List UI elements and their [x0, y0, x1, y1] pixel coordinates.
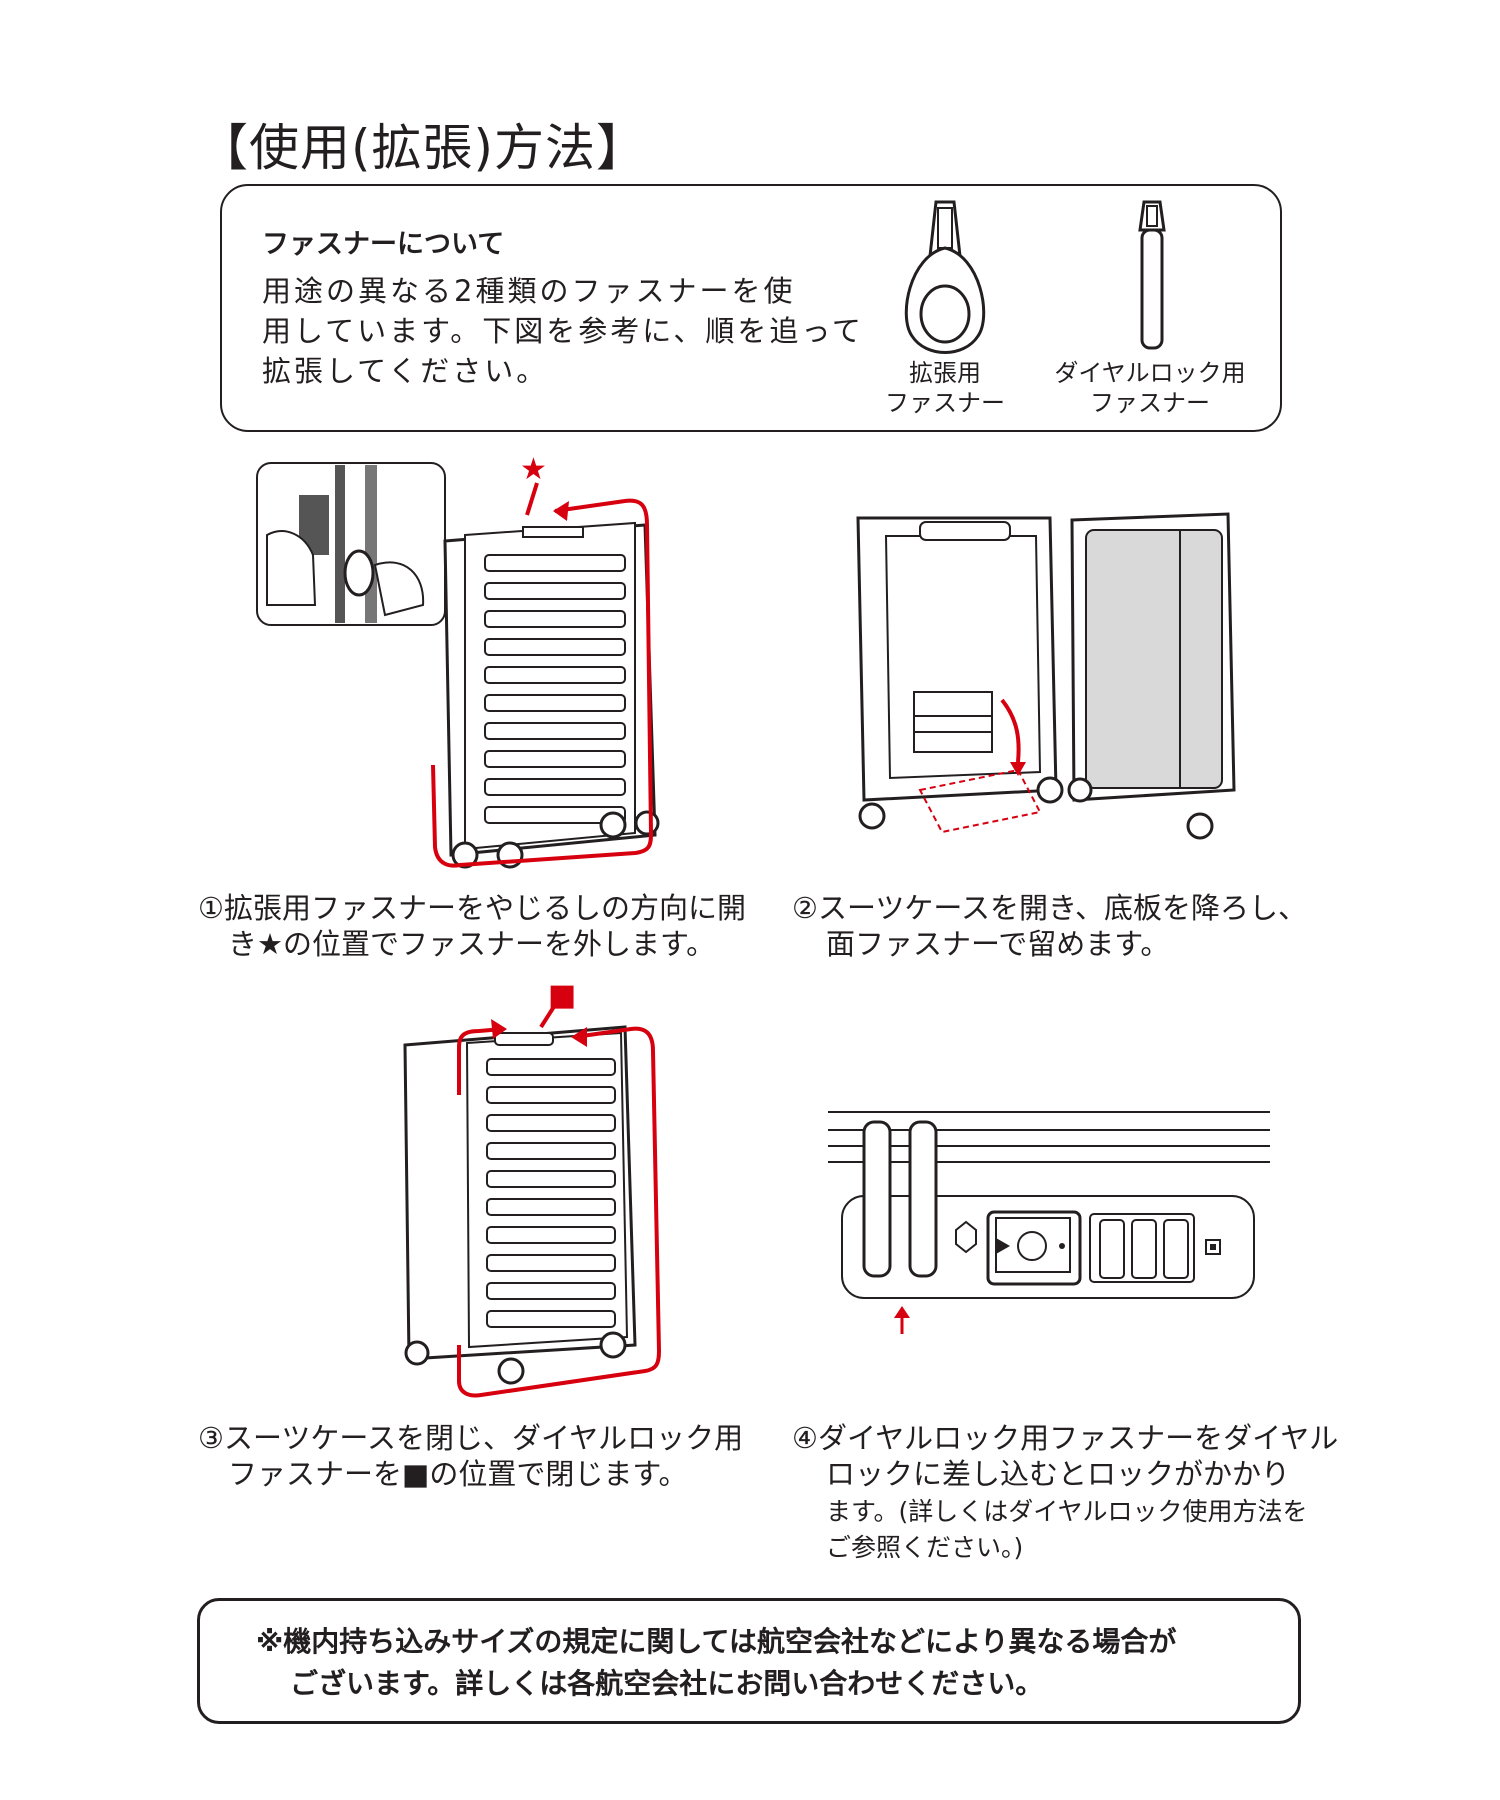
square-marker-step3: ■ — [548, 978, 577, 1013]
step3-caption-line-2: ファスナーを■の位置で閉じます。 — [228, 1457, 688, 1491]
dial-lock-zipper-label: ダイヤルロック用 ファスナー — [1054, 359, 1246, 417]
zipper-info-heading: ファスナーについて — [262, 229, 505, 260]
step4-caption-line-3: ます。(詳しくはダイヤルロック使用方法を — [826, 1497, 1308, 1526]
step2-caption-line-1: ②スーツケースを開き、底板を降ろし、 — [792, 891, 1307, 925]
dial-lock-zipper-icon — [1138, 200, 1166, 350]
zipper-info-box — [220, 184, 1282, 432]
expansion-zipper-label: 拡張用 ファスナー — [885, 359, 1005, 417]
step3-illustration — [403, 1003, 662, 1398]
zipper-info-line-2: 用しています。下図を参考に、順を追って — [262, 314, 864, 348]
page-title: 【使用(拡張)方法】 — [198, 119, 648, 177]
step2-illustration — [856, 512, 1236, 840]
step4-caption-line-4: ご参照ください。) — [826, 1533, 1024, 1562]
step4-illustration — [828, 1111, 1270, 1334]
step1-caption-line-1: ①拡張用ファスナーをやじるしの方向に開 — [198, 891, 746, 925]
airline-notice-box — [197, 1598, 1301, 1724]
airline-notice-line-1: ※機内持ち込みサイズの規定に関しては航空会社などにより異なる場合が — [256, 1625, 1177, 1658]
star-marker-step1: ★ — [520, 452, 547, 487]
airline-notice-line-2: ございます。詳しくは各航空会社にお問い合わせください。 — [290, 1667, 1044, 1700]
step1-illustration — [256, 462, 660, 869]
step4-caption-line-2: ロックに差し込むとロックがかかり — [826, 1457, 1291, 1491]
step3-caption-line-1: ③スーツケースを閉じ、ダイヤルロック用 — [198, 1421, 744, 1455]
step2-caption-line-2: 面ファスナーで留めます。 — [826, 927, 1170, 961]
step4-caption-line-1: ④ダイヤルロック用ファスナーをダイヤル — [792, 1421, 1339, 1455]
step1-caption-line-2: き★の位置でファスナーを外します。 — [228, 927, 716, 961]
expansion-zipper-icon — [904, 200, 986, 354]
zipper-info-line-3: 拡張してください。 — [262, 354, 549, 388]
zipper-info-line-1: 用途の異なる2種類のファスナーを使 — [262, 274, 796, 308]
